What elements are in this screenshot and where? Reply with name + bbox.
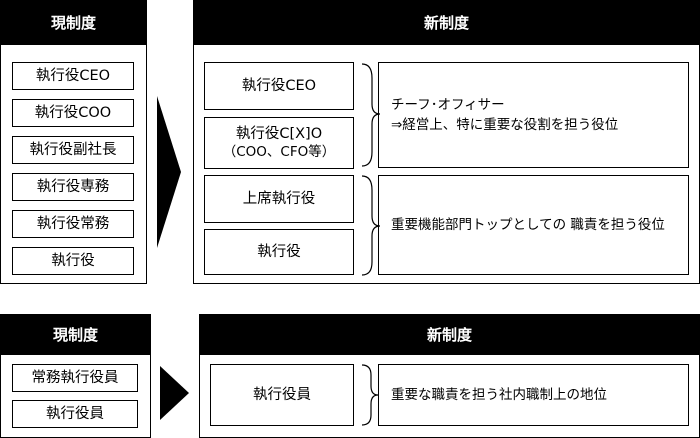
current-item-executive-officer: 執行役員 — [12, 400, 138, 428]
arrow-right-icon — [157, 96, 181, 248]
top-new-header: 新制度 — [193, 0, 700, 44]
current-item-label: 執行役COO — [34, 105, 112, 121]
new-item-label: 執行役 — [257, 244, 301, 260]
new-item-cxo: 執行役C[X]O （COO、CFO等） — [204, 117, 354, 169]
bottom-new-title: 新制度 — [426, 325, 472, 344]
brace-icon — [361, 63, 381, 167]
bottom-current-title: 現制度 — [52, 325, 98, 344]
current-item-label: 執行役常務 — [36, 216, 110, 232]
desc-line: ⇒経営上、特に重要な役割を担う役位 — [391, 117, 619, 133]
top-current-header: 現制度 — [0, 0, 147, 44]
new-item-senior-officer: 上席執行役 — [204, 175, 354, 223]
brace-icon — [361, 364, 379, 426]
new-item-label: 執行役C[X]O — [235, 126, 323, 142]
current-item-managing: 執行役常務 — [12, 210, 134, 238]
bottom-current-header: 現制度 — [0, 314, 151, 354]
current-item-officer: 執行役 — [12, 247, 134, 275]
desc-group-chief-officer: チーフ･オフィサー ⇒経営上、特に重要な役割を担う役位 — [378, 62, 689, 168]
current-item-managing-executive-officer: 常務執行役員 — [12, 364, 138, 392]
new-item-ceo: 執行役CEO — [204, 62, 354, 110]
new-item-executive-officer: 執行役員 — [210, 364, 354, 426]
new-item-sublabel: （COO、CFO等） — [222, 144, 336, 160]
bottom-new-header: 新制度 — [199, 314, 700, 354]
current-item-vice-president: 執行役副社長 — [12, 136, 134, 164]
new-item-label: 上席執行役 — [242, 191, 316, 207]
current-item-label: 執行役副社長 — [29, 142, 117, 158]
desc-line: 重要な職責を担う社内職制上の地位 — [391, 387, 607, 403]
brace-icon — [361, 175, 381, 276]
current-item-ceo: 執行役CEO — [12, 62, 134, 90]
new-item-label: 執行役員 — [253, 387, 311, 403]
current-item-label: 執行役員 — [46, 406, 104, 422]
top-new-title: 新制度 — [423, 13, 469, 32]
current-item-senior-managing: 執行役専務 — [12, 173, 134, 201]
current-item-label: 常務執行役員 — [31, 370, 119, 386]
new-item-label: 執行役CEO — [241, 78, 317, 94]
desc-group-functional-head: 重要機能部門トップとしての 職責を担う役位 — [378, 175, 689, 275]
new-item-officer: 執行役 — [204, 229, 354, 275]
desc-line: チーフ･オフィサー — [391, 97, 505, 113]
desc-line: 重要機能部門トップとしての 職責を担う役位 — [391, 217, 665, 233]
desc-internal-position: 重要な職責を担う社内職制上の地位 — [378, 364, 689, 426]
current-item-coo: 執行役COO — [12, 99, 134, 127]
current-item-label: 執行役CEO — [35, 68, 111, 84]
top-current-title: 現制度 — [50, 13, 96, 32]
current-item-label: 執行役専務 — [36, 179, 110, 195]
arrow-right-icon — [160, 366, 189, 420]
current-item-label: 執行役 — [51, 253, 95, 269]
